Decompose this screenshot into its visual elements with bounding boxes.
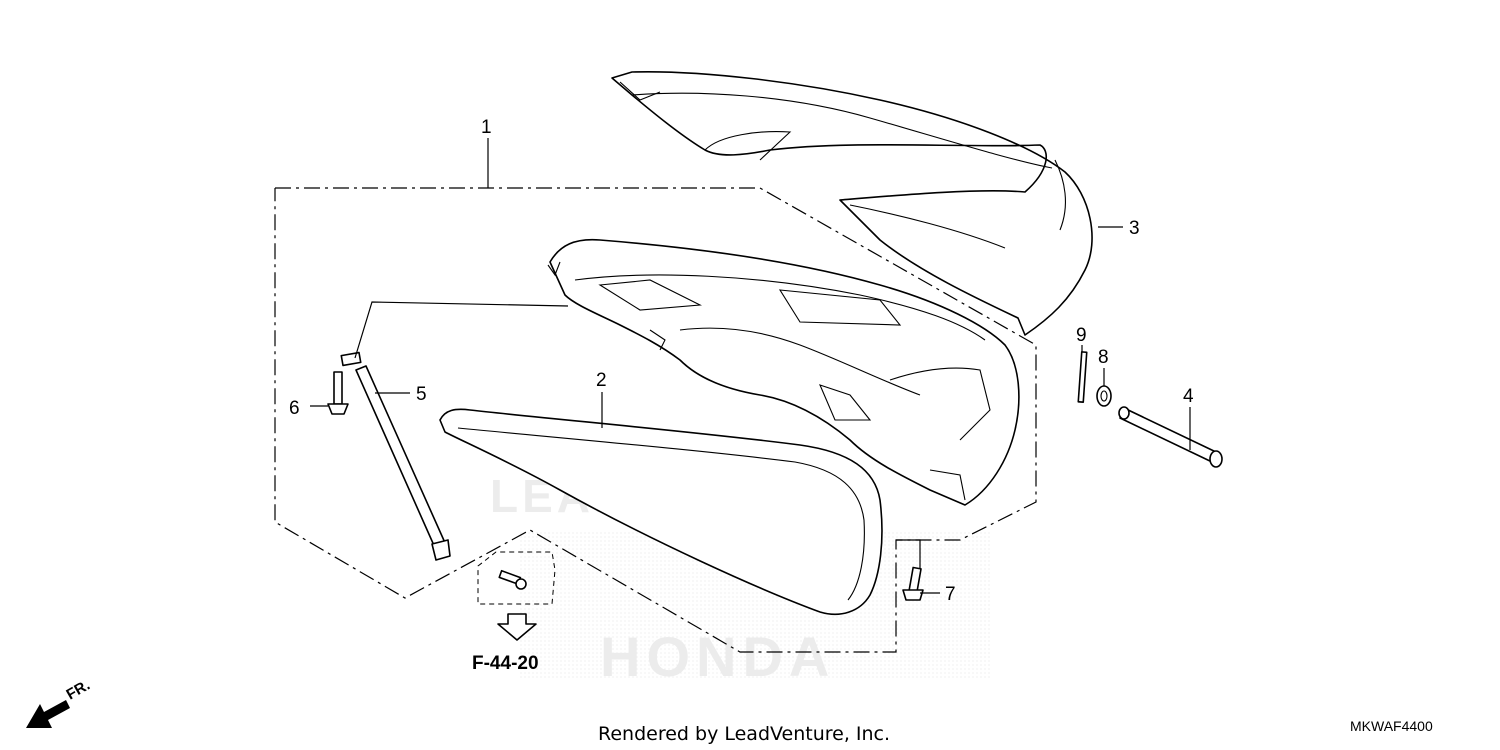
- credit-text: Rendered by LeadVenture, Inc.: [598, 723, 890, 745]
- pin-9-part: [1077, 351, 1088, 403]
- inner-panel-part: [547, 238, 1020, 506]
- front-direction-indicator: FR.: [26, 677, 93, 728]
- callout-6: 6: [289, 398, 300, 419]
- diagram-code: MKWAF4400: [1350, 718, 1433, 734]
- callout-3: 3: [1129, 218, 1140, 239]
- callout-8: 8: [1098, 347, 1109, 368]
- rod-4-part: [1118, 406, 1223, 468]
- screw-6-part: [327, 371, 349, 415]
- stay-strap-part: [340, 351, 451, 561]
- front-label: FR.: [64, 677, 93, 704]
- reference-screw-part: [477, 551, 556, 605]
- washer-8-part: [1096, 385, 1112, 407]
- callout-5: 5: [416, 384, 427, 405]
- callout-1: 1: [481, 117, 492, 138]
- callout-labels: 1 2 3 4 5 6 7 8 9: [289, 117, 1194, 605]
- watermark-maker-text: HONDA: [600, 625, 835, 688]
- outer-cover-part: [611, 70, 1093, 336]
- callout-7: 7: [945, 584, 956, 605]
- assembly-boundary: [274, 187, 1037, 653]
- screw-7-part: [902, 566, 924, 601]
- callout-2: 2: [596, 370, 607, 391]
- reference-arrow[interactable]: F-44-20: [472, 613, 539, 674]
- seal-strip-part: [439, 408, 883, 616]
- reference-label[interactable]: F-44-20: [472, 653, 539, 674]
- callout-4: 4: [1183, 386, 1194, 407]
- leader-lines: [310, 138, 1191, 594]
- callout-9: 9: [1076, 325, 1087, 346]
